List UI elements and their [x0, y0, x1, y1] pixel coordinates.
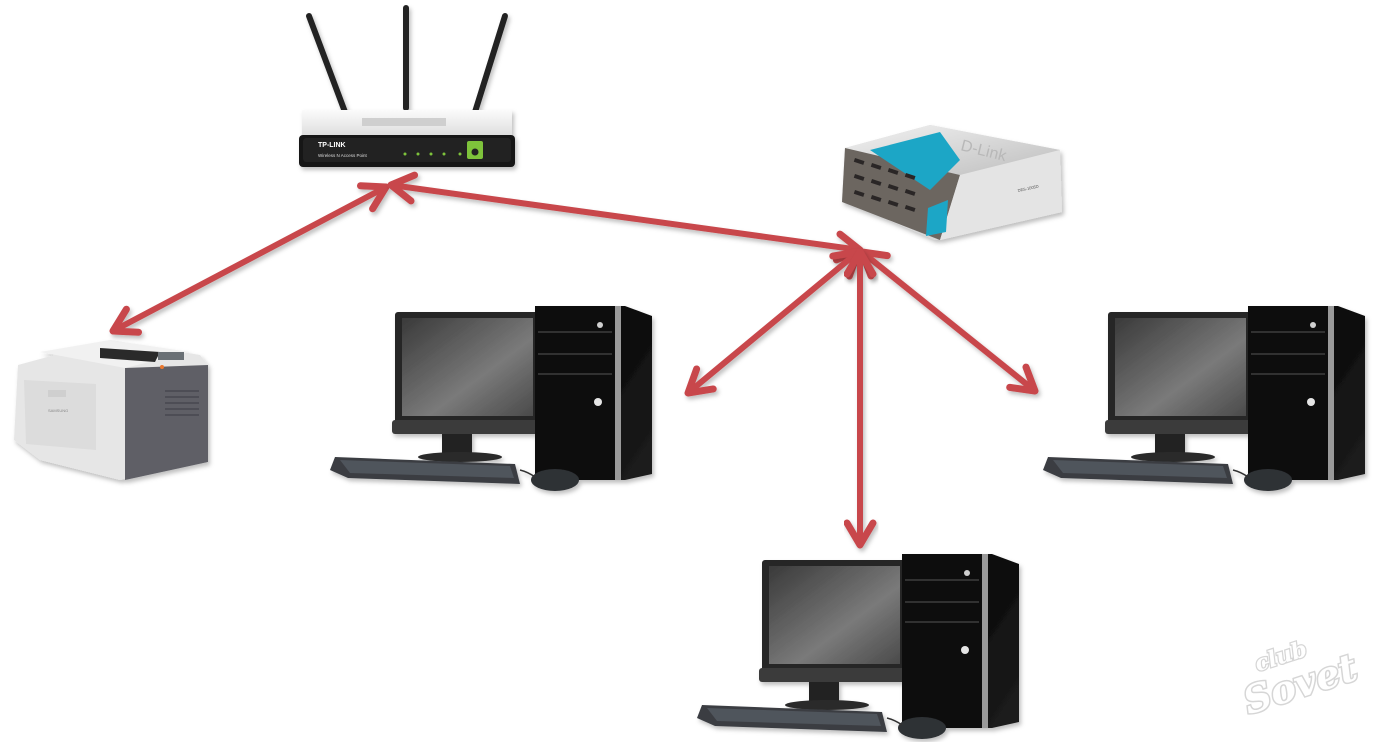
connection-switch-pc1	[684, 248, 862, 397]
switch-ports	[853, 157, 916, 212]
router-node: TP-LINK Wireless N Access Point	[299, 5, 515, 167]
router-leds	[403, 152, 462, 156]
router-model-label: Wireless N Access Point	[318, 153, 368, 158]
switch-band	[870, 132, 960, 190]
connection-line	[859, 249, 1038, 394]
connection-router-printer	[109, 182, 390, 336]
computer-node-1	[329, 305, 653, 492]
printer-status-led	[160, 365, 164, 369]
connection-switch-pc2	[858, 248, 1039, 395]
printer-node: SAMSUNG	[14, 340, 208, 480]
connection-line	[110, 184, 389, 334]
connection-router-switch	[387, 171, 864, 264]
router-brand: TP-LINK	[318, 142, 346, 149]
arrowhead-icon	[387, 171, 419, 205]
arrowhead-icon	[843, 519, 877, 549]
switch-node: D-Link DES-1005D	[842, 125, 1062, 240]
arrowhead-icon	[1006, 363, 1039, 395]
arrowhead-icon	[684, 365, 717, 397]
printer-brand: SAMSUNG	[48, 408, 68, 413]
connection-line	[388, 182, 863, 253]
computer-node-2	[1042, 305, 1366, 492]
connection-line	[685, 249, 861, 396]
arrowhead-icon	[109, 305, 143, 336]
connection-switch-pc3	[843, 248, 877, 549]
watermark-logo: club Sovet	[1236, 635, 1364, 725]
antenna-icon	[306, 5, 508, 115]
arrowhead-icon	[843, 248, 877, 278]
connection-arrows	[109, 171, 1039, 549]
computer-node-3	[696, 553, 1020, 740]
arrowhead-icon	[356, 182, 390, 213]
switch-model: DES-1005D	[1017, 184, 1039, 193]
